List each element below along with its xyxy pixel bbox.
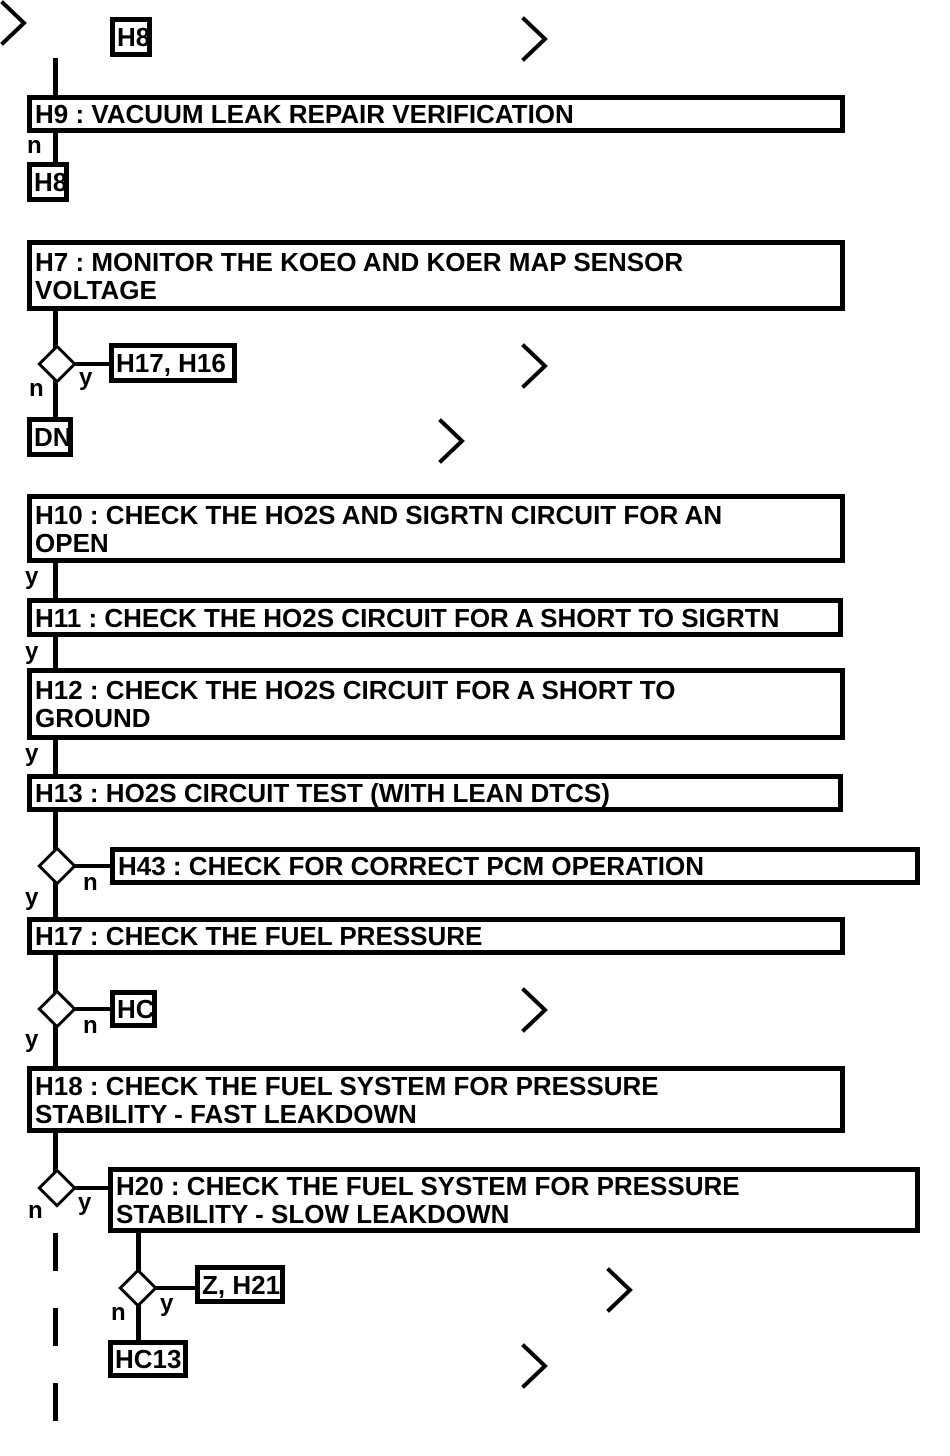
- node-label: H13 : HO2S CIRCUIT TEST (WITH LEAN DTCS): [35, 778, 610, 808]
- connector-line: [53, 376, 58, 417]
- branch-label-yes: y: [25, 740, 39, 767]
- node-label: H11 : CHECK THE HO2S CIRCUIT FOR A SHORT…: [35, 602, 780, 633]
- off-page-chevron-icon: [0, 0, 27, 46]
- node-label: Z, H21: [202, 1269, 281, 1300]
- connector-line: [72, 864, 112, 868]
- connector-line: [53, 738, 58, 774]
- branch-label-yes: y: [160, 1290, 174, 1317]
- connector-box-h8-top: H8: [110, 17, 152, 57]
- connector-line: [136, 1231, 141, 1276]
- step-box-h13: H13 : HO2S CIRCUIT TEST (WITH LEAN DTCS): [27, 774, 843, 812]
- connector-line: [53, 810, 58, 854]
- branch-label-yes: y: [25, 563, 39, 590]
- node-label: H7 : MONITOR THE KOEO AND KOER MAP SENSO…: [35, 246, 684, 277]
- branch-label-no: n: [28, 1197, 43, 1224]
- node-label: STABILITY - FAST LEAKDOWN: [35, 1098, 417, 1129]
- dashed-continuation-line: [53, 1233, 58, 1421]
- connector-line: [136, 1300, 141, 1340]
- connector-line: [53, 953, 58, 997]
- node-label: HC: [117, 994, 155, 1024]
- node-label: H10 : CHECK THE HO2S AND SIGRTN CIRCUIT …: [35, 499, 723, 530]
- step-box-h18: H18 : CHECK THE FUEL SYSTEM FOR PRESSURE…: [27, 1066, 845, 1133]
- branch-label-yes: y: [25, 884, 39, 911]
- step-box-h11: H11 : CHECK THE HO2S CIRCUIT FOR A SHORT…: [27, 598, 843, 637]
- node-label: H17, H16: [116, 348, 226, 378]
- node-label: H8: [34, 167, 68, 197]
- node-label: OPEN: [35, 527, 109, 558]
- connector-line: [72, 1186, 110, 1190]
- step-box-h7: H7 : MONITOR THE KOEO AND KOER MAP SENSO…: [27, 240, 845, 311]
- off-page-chevron-icon: [521, 16, 548, 62]
- step-box-h9: H9 : VACUUM LEAK REPAIR VERIFICATION: [27, 95, 845, 133]
- decision-diamond: [37, 989, 77, 1029]
- node-label: H17 : CHECK THE FUEL PRESSURE: [35, 921, 483, 951]
- connector-line: [53, 879, 58, 917]
- connector-line: [53, 58, 58, 96]
- connector-line: [53, 310, 58, 352]
- off-page-chevron-icon: [606, 1267, 633, 1313]
- connector-line: [153, 1286, 197, 1290]
- off-page-chevron-icon: [438, 418, 465, 464]
- connector-box-h17-h16: H17, H16: [109, 343, 237, 383]
- off-page-chevron-icon: [521, 987, 548, 1033]
- step-box-h12: H12 : CHECK THE HO2S CIRCUIT FOR A SHORT…: [27, 668, 845, 740]
- branch-label-no: n: [29, 375, 44, 402]
- connector-line: [72, 362, 112, 366]
- node-label: H20 : CHECK THE FUEL SYSTEM FOR PRESSURE: [116, 1171, 740, 1201]
- node-label: H9 : VACUUM LEAK REPAIR VERIFICATION: [35, 99, 574, 129]
- decision-diamond: [37, 846, 77, 886]
- step-box-h43: H43 : CHECK FOR CORRECT PCM OPERATION: [110, 847, 920, 885]
- connector-line: [72, 1007, 112, 1011]
- step-box-h10: H10 : CHECK THE HO2S AND SIGRTN CIRCUIT …: [27, 494, 845, 563]
- connector-line: [53, 131, 58, 162]
- branch-label-yes: y: [79, 364, 93, 391]
- node-label: STABILITY - SLOW LEAKDOWN: [116, 1199, 510, 1229]
- branch-label-no: n: [83, 869, 98, 896]
- connector-box-z-h21: Z, H21: [195, 1265, 285, 1304]
- connector-box-hc13: HC13: [108, 1340, 188, 1378]
- node-label: H8: [117, 22, 151, 52]
- connector-box-h8-return: H8: [27, 162, 69, 202]
- connector-line: [53, 635, 58, 668]
- connector-line: [53, 1022, 58, 1066]
- connector-box-dn: DN: [27, 417, 73, 457]
- decision-diamond: [37, 1168, 77, 1208]
- node-label: VOLTAGE: [35, 274, 157, 305]
- node-label: GROUND: [35, 703, 151, 733]
- connector-box-hc: HC: [110, 990, 157, 1028]
- branch-label-yes: y: [25, 638, 39, 665]
- node-label: DN: [34, 422, 72, 452]
- node-label: H43 : CHECK FOR CORRECT PCM OPERATION: [118, 851, 704, 881]
- node-label: H12 : CHECK THE HO2S CIRCUIT FOR A SHORT…: [35, 675, 676, 705]
- branch-label-no: n: [27, 132, 42, 159]
- step-box-h20: H20 : CHECK THE FUEL SYSTEM FOR PRESSURE…: [108, 1167, 920, 1233]
- node-label: HC13: [115, 1344, 182, 1374]
- step-box-h17: H17 : CHECK THE FUEL PRESSURE: [27, 917, 845, 955]
- branch-label-yes: y: [78, 1189, 92, 1216]
- off-page-chevron-icon: [521, 343, 548, 389]
- off-page-chevron-icon: [521, 1343, 548, 1389]
- branch-label-yes: y: [25, 1026, 39, 1053]
- branch-label-no: n: [83, 1012, 98, 1039]
- connector-line: [53, 1131, 58, 1176]
- node-label: H18 : CHECK THE FUEL SYSTEM FOR PRESSURE: [35, 1070, 659, 1101]
- branch-label-no: n: [111, 1299, 126, 1326]
- connector-line: [53, 561, 58, 598]
